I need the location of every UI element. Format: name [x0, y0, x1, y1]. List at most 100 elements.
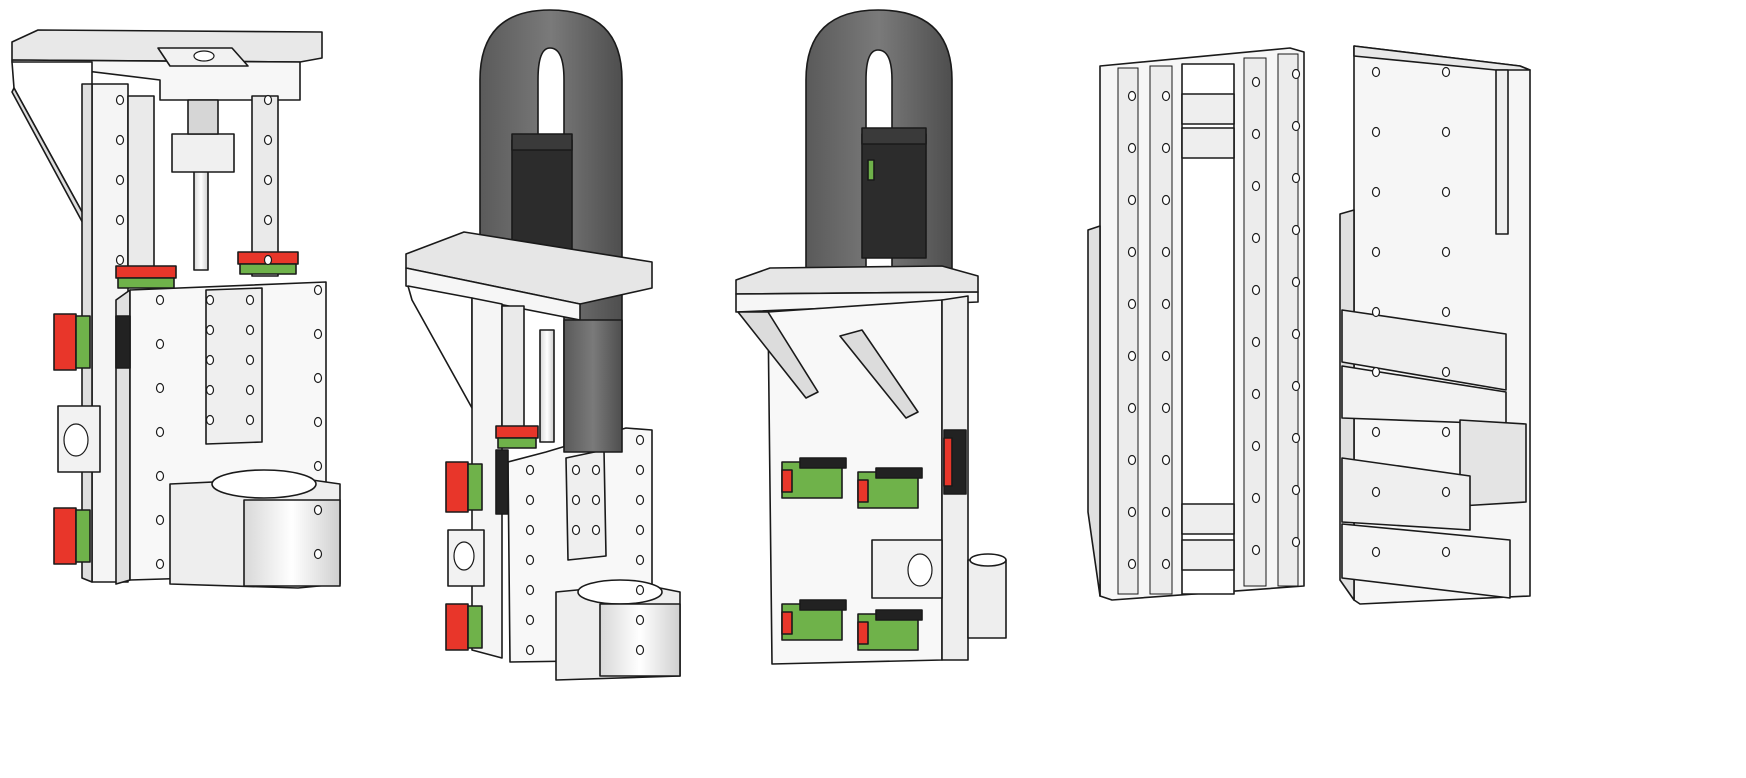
mounting-hole: [1127, 350, 1137, 362]
mounting-hole: [635, 464, 645, 476]
cross-bar-bottom: [1181, 503, 1235, 535]
mounting-hole: [1371, 366, 1381, 378]
mounting-hole: [1441, 546, 1451, 558]
mounting-hole: [1161, 506, 1171, 518]
bearing-block-icon: [871, 539, 943, 599]
mounting-hole: [155, 338, 165, 350]
back-plate-parts: [1087, 47, 1305, 601]
linear-guide-block-icon: [445, 603, 483, 651]
mounting-hole: [1291, 536, 1301, 548]
mounting-hole: [1441, 486, 1451, 498]
mounting-hole: [1441, 186, 1451, 198]
mounting-hole: [313, 504, 323, 516]
linear-rail-right: [251, 95, 279, 277]
mounting-hole: [1441, 306, 1451, 318]
mounting-hole: [591, 464, 601, 476]
linear-guide-block-icon: [53, 313, 131, 371]
mounting-hole: [1291, 380, 1301, 392]
mounting-holes: [115, 66, 1451, 656]
mounting-hole: [1161, 194, 1171, 206]
mounting-hole: [1251, 388, 1261, 400]
mounting-hole: [263, 134, 273, 146]
mounting-hole: [525, 494, 535, 506]
mounting-hole: [1251, 180, 1261, 192]
mounting-hole: [635, 584, 645, 596]
bearing-block-icon: [447, 529, 485, 587]
mounting-hole: [1371, 486, 1381, 498]
mounting-hole: [155, 426, 165, 438]
mounting-hole: [1251, 284, 1261, 296]
screw-nut-block: [171, 133, 235, 173]
mounting-hole: [1127, 246, 1137, 258]
mounting-hole: [1161, 558, 1171, 570]
mounting-hole: [155, 470, 165, 482]
mounting-hole: [571, 494, 581, 506]
mounting-hole: [1161, 350, 1171, 362]
mounting-hole: [155, 382, 165, 394]
mounting-hole: [1441, 426, 1451, 438]
top-plate: [735, 265, 979, 295]
bearing-block-icon: [57, 405, 101, 473]
mounting-hole: [635, 644, 645, 656]
mounting-hole: [245, 414, 255, 426]
mounting-hole: [155, 558, 165, 570]
mounting-hole: [571, 524, 581, 536]
mounting-hole: [205, 294, 215, 306]
ball-screw: [539, 329, 555, 443]
mounting-hole: [205, 354, 215, 366]
linear-guide-block-icon: [115, 265, 177, 289]
stepper-motor-icon: [861, 127, 927, 259]
gusset-right: [839, 329, 919, 419]
mounting-hole: [1127, 142, 1137, 154]
mounting-hole: [263, 254, 273, 266]
mounting-hole: [1161, 402, 1171, 414]
rail-bar-3: [1243, 57, 1267, 587]
mounting-hole: [155, 514, 165, 526]
z-axis-assembly-with-motor-right: [735, 9, 1007, 665]
mounting-hole: [313, 416, 323, 428]
mounting-hole: [1161, 90, 1171, 102]
mounting-hole: [1371, 126, 1381, 138]
band-4: [1341, 523, 1511, 599]
spindle-clamp-icon: [169, 469, 341, 589]
mounting-hole: [635, 524, 645, 536]
mounting-hole: [1441, 126, 1451, 138]
z-axis-assembly-with-motor-left: [405, 9, 681, 681]
mounting-hole: [1161, 246, 1171, 258]
mounting-hole: [635, 554, 645, 566]
mounting-hole: [1161, 454, 1171, 466]
mounting-hole: [525, 644, 535, 656]
mounting-hole: [1291, 224, 1301, 236]
slotted-plate: [1339, 45, 1531, 605]
mounting-hole: [1251, 336, 1261, 348]
top-step: [1353, 45, 1531, 71]
cross-bar-bottom-2: [1181, 539, 1235, 571]
mounting-hole: [1161, 142, 1171, 154]
mounting-hole: [115, 214, 125, 226]
side-gusset: [407, 285, 473, 409]
mounting-hole: [313, 548, 323, 560]
mounting-hole: [1371, 426, 1381, 438]
side-gusset: [11, 61, 93, 231]
band-1: [1341, 309, 1507, 391]
vertical-slot: [1495, 69, 1509, 235]
mounting-hole: [1441, 66, 1451, 78]
spindle-clamp-icon: [555, 579, 681, 681]
cable-carrier-front: [563, 319, 623, 453]
mounting-hole: [1127, 90, 1137, 102]
top-plate-front-face: [735, 291, 979, 313]
mounting-hole: [1291, 68, 1301, 80]
rail-bar-4: [1277, 53, 1299, 587]
mounting-hole: [591, 494, 601, 506]
linear-rail-left: [127, 95, 155, 277]
mounting-hole: [1127, 506, 1137, 518]
mounting-hole: [155, 294, 165, 306]
stepper-motor-icon: [511, 133, 573, 259]
mounting-hole: [205, 414, 215, 426]
mounting-hole: [1371, 306, 1381, 318]
mounting-hole: [1251, 544, 1261, 556]
mounting-hole: [1127, 454, 1137, 466]
mounting-hole: [115, 174, 125, 186]
mounting-hole: [115, 254, 125, 266]
